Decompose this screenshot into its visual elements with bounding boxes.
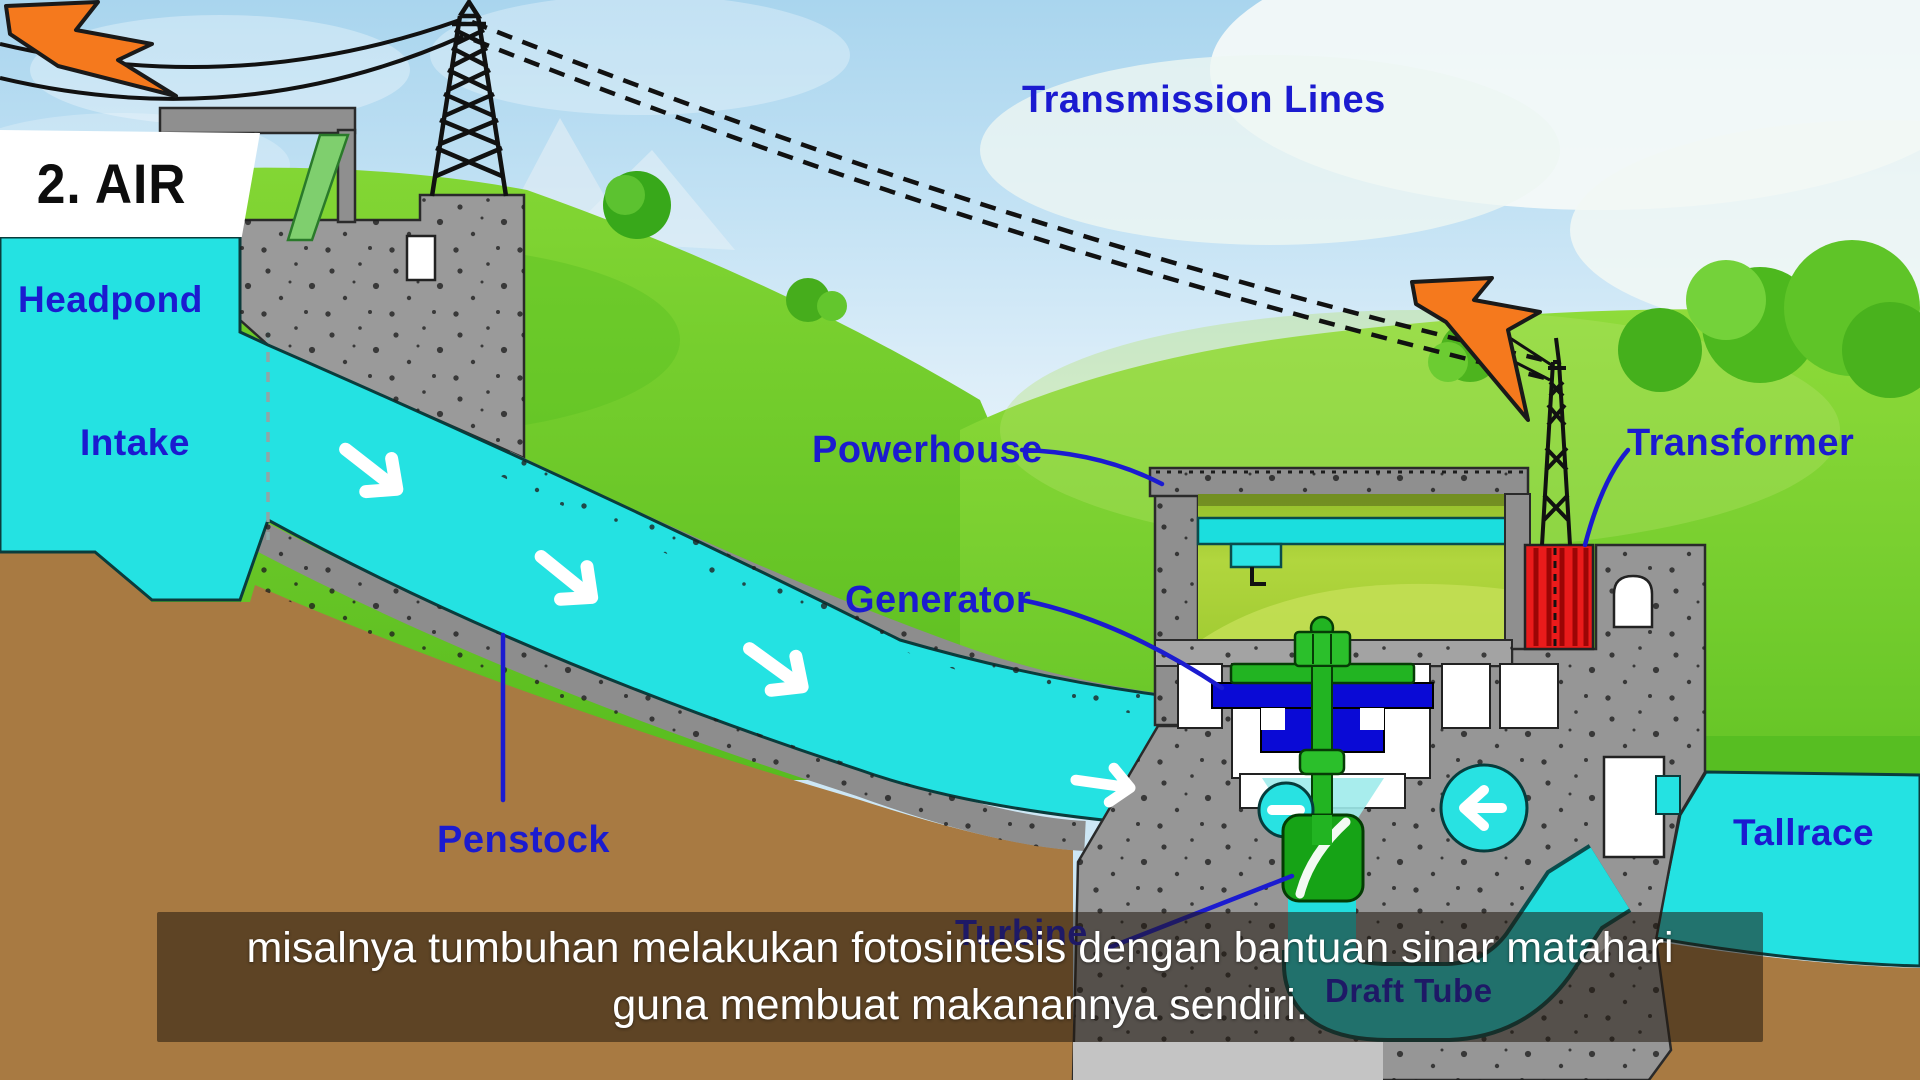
- left-arrow: [1459, 785, 1507, 831]
- subtitle-line-2: guna membuat makanannya sendiri.: [612, 981, 1308, 1029]
- flow-arrow: [1070, 762, 1136, 808]
- lightning-bolt-icon: [1410, 276, 1542, 422]
- label-transmission-lines: Transmission Lines: [1022, 79, 1386, 121]
- flow-arrow: [339, 442, 404, 499]
- transformer-unit: [1523, 543, 1595, 651]
- label-tailrace: Tallrace: [1733, 812, 1874, 853]
- dam-door: [405, 234, 437, 282]
- crane-hook: [1250, 567, 1266, 586]
- generator-assembly: [1177, 615, 1559, 881]
- label-intake: Intake: [80, 422, 190, 463]
- shaft-collar: [1298, 748, 1346, 776]
- flow-arrow: [534, 550, 599, 606]
- crane-beam: [1196, 516, 1514, 546]
- subtitle-overlay: misalnya tumbuhan melakukan fotosintesis…: [157, 912, 1763, 1042]
- tree: [603, 171, 671, 239]
- subtitle-line-1: misalnya tumbuhan melakukan fotosintesis…: [246, 924, 1674, 972]
- label-penstock: Penstock: [437, 819, 610, 861]
- rotor-notch: [1360, 708, 1384, 730]
- transmission-tower-1: [429, 0, 509, 197]
- chamber: [1441, 663, 1491, 729]
- shaft-hex-cap: [1293, 630, 1352, 668]
- section-title: 2. AIR: [36, 152, 187, 215]
- label-powerhouse: Powerhouse: [812, 429, 1043, 471]
- interior-hill: [1198, 583, 1512, 642]
- generator-leader: [1019, 597, 1225, 691]
- turbine-runner: [1281, 813, 1365, 903]
- transformer-leader: [1582, 447, 1631, 548]
- crane-trolley: [1229, 542, 1283, 569]
- chamber: [1499, 663, 1559, 729]
- spillway-gate: [286, 133, 350, 242]
- label-transformer: Transformer: [1627, 422, 1854, 464]
- flow-arrow: [743, 642, 809, 697]
- rotor-notch: [1261, 708, 1285, 730]
- lightning-bolt-icon: [4, 0, 178, 98]
- label-generator: Generator: [845, 579, 1031, 621]
- arch-opening: [1612, 574, 1654, 629]
- label-headpond: Headpond: [18, 279, 203, 320]
- transmission-tower-2: [1540, 337, 1572, 546]
- section-title-box: 2. AIR: [0, 130, 260, 237]
- powerhouse-leader: [1019, 447, 1165, 487]
- tailrace-notch: [1655, 775, 1681, 815]
- foundation-strip: [1073, 1042, 1383, 1080]
